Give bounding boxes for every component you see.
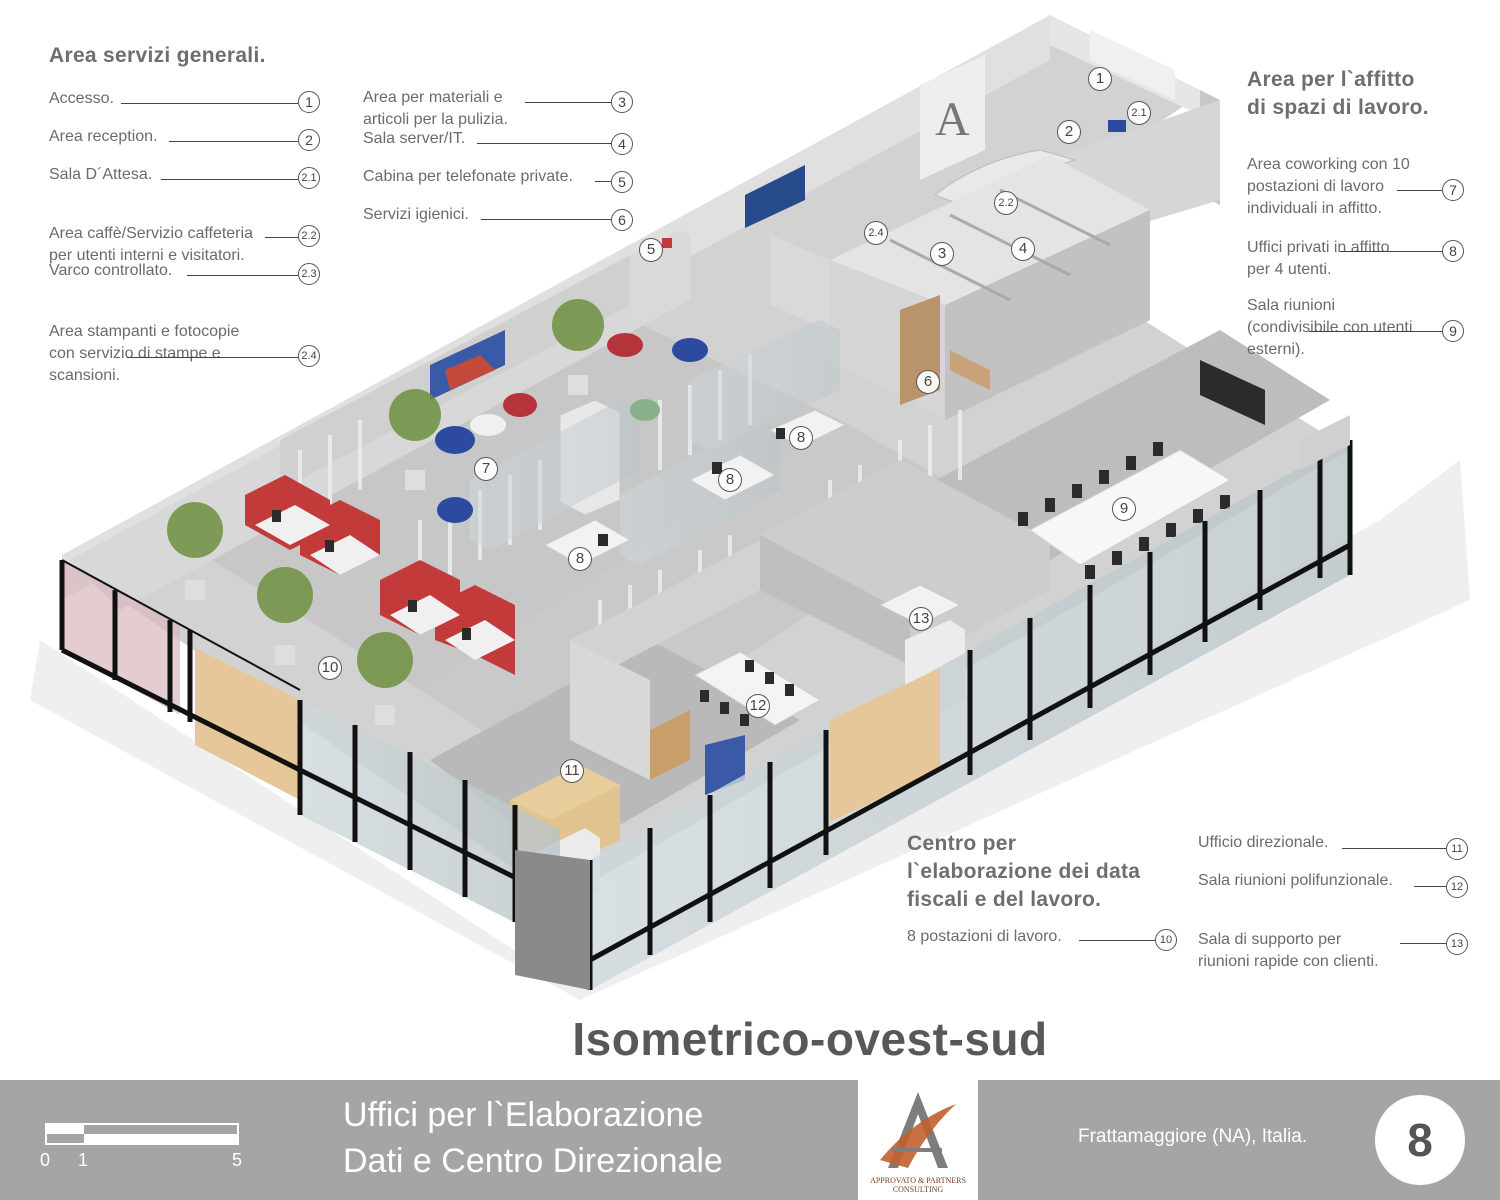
legend-support-services: Area per materiali e articoli per la pul… bbox=[363, 65, 653, 242]
plan-tag-8c: 8 bbox=[568, 547, 592, 571]
legend-rental-title: Area per l`affitto di spazi di lavoro. bbox=[1247, 68, 1429, 119]
legend-item: Area caffè/Servizio caffeteria per utent… bbox=[49, 201, 339, 264]
plan-tag-5: 5 bbox=[639, 238, 663, 262]
plan-tag-2: 2 bbox=[1057, 120, 1081, 144]
sheet-number: 8 bbox=[1407, 1114, 1433, 1166]
legend-item: 8 postazioni di lavoro. 10 bbox=[907, 926, 1187, 956]
legend-item-number: 3 bbox=[611, 91, 633, 113]
legend-item-number: 7 bbox=[1442, 179, 1464, 201]
legend-center-title: Centro per l`elaborazione dei data fisca… bbox=[907, 832, 1141, 911]
legend-direction: Ufficio direzionale. 11 Sala riunioni po… bbox=[1198, 832, 1478, 970]
scale-label-1: 1 bbox=[78, 1150, 89, 1170]
legend-item-text: Area caffè/Servizio caffeteria per utent… bbox=[49, 225, 253, 264]
legend-rental-area: Area per l`affitto di spazi di lavoro. A… bbox=[1247, 66, 1477, 358]
legend-item-number: 13 bbox=[1446, 933, 1468, 955]
logo-text: APPROVATO & PARTNERS CONSULTING bbox=[870, 1176, 966, 1194]
legend-item-text: Accesso. bbox=[49, 90, 114, 107]
legend-item-text: Sala di supporto per riunioni rapide con… bbox=[1198, 931, 1379, 970]
legend-item-number: 12 bbox=[1446, 876, 1468, 898]
legend-item: Sala D´Attesa. 2.1 bbox=[49, 164, 339, 201]
legend-item: Servizi igienici. 6 bbox=[363, 204, 653, 242]
legend-item-text: Sala riunioni polifunzionale. bbox=[1198, 872, 1393, 889]
legend-item-number: 10 bbox=[1155, 929, 1177, 951]
plan-tag-9: 9 bbox=[1112, 497, 1136, 521]
legend-item-number: 4 bbox=[611, 133, 633, 155]
legend-item-number: 1 bbox=[298, 91, 320, 113]
legend-item: Uffici privati in affitto per 4 utenti. … bbox=[1247, 215, 1477, 278]
plan-tag-13: 13 bbox=[909, 607, 933, 631]
legend-item-text: Sala server/IT. bbox=[363, 130, 466, 147]
project-title-line1: Uffici per l`Elaborazione bbox=[343, 1096, 704, 1134]
svg-text:A: A bbox=[935, 93, 970, 146]
legend-item: Varco controllato. 2.3 bbox=[49, 260, 339, 299]
view-title: Isometrico-ovest-sud bbox=[572, 1013, 1048, 1065]
legend-item-text: Area per materiali e articoli per la pul… bbox=[363, 89, 508, 128]
legend-item-number: 11 bbox=[1446, 838, 1468, 860]
legend-item-text: 8 postazioni di lavoro. bbox=[907, 928, 1062, 945]
logo-mark-icon bbox=[880, 1092, 956, 1168]
legend-item-number: 2.4 bbox=[298, 345, 320, 367]
scale-label-0: 0 bbox=[40, 1150, 51, 1170]
legend-item: Area coworking con 10 postazioni di lavo… bbox=[1247, 132, 1477, 217]
legend-item-number: 2 bbox=[298, 129, 320, 151]
sheet-number-badge bbox=[1375, 1095, 1465, 1185]
legend-item: Accesso. 1 bbox=[49, 88, 339, 126]
legend-item-text: Cabina per telefonate private. bbox=[363, 168, 573, 185]
legend-item-text: Ufficio direzionale. bbox=[1198, 834, 1329, 851]
plan-tag-8a: 8 bbox=[789, 426, 813, 450]
legend-item-text: Sala D´Attesa. bbox=[49, 166, 153, 183]
legend-item-number: 2.3 bbox=[298, 263, 320, 285]
plan-tag-1: 1 bbox=[1088, 67, 1112, 91]
legend-item-text: Area stampanti e fotocopie con servizio … bbox=[49, 323, 240, 384]
legend-item-text: Servizi igienici. bbox=[363, 206, 469, 223]
legend-item-number: 6 bbox=[611, 209, 633, 231]
legend-item: Sala riunioni (condivisibile con utenti … bbox=[1247, 273, 1477, 358]
legend-item-text: Area reception. bbox=[49, 128, 158, 145]
scale-label-5: 5 bbox=[232, 1150, 243, 1170]
legend-item: Ufficio direzionale. 11 bbox=[1198, 832, 1478, 870]
plan-tag-2-2: 2.2 bbox=[994, 191, 1018, 215]
legend-item-text: Varco controllato. bbox=[49, 262, 173, 279]
legend-item: Cabina per telefonate private. 5 bbox=[363, 166, 653, 204]
legend-general-services: Area servizi generali. Accesso. 1 Area r… bbox=[49, 42, 339, 384]
legend-item-number: 2.1 bbox=[298, 167, 320, 189]
plan-tag-2-4: 2.4 bbox=[864, 221, 888, 245]
title-block bbox=[0, 1080, 1500, 1200]
legend-item-number: 8 bbox=[1442, 240, 1464, 262]
legend-item: Sala riunioni polifunzionale. 12 bbox=[1198, 870, 1478, 907]
legend-item: Sala server/IT. 4 bbox=[363, 128, 653, 166]
project-title-line2: Dati e Centro Direzionale bbox=[343, 1142, 723, 1180]
legend-item: Area stampanti e fotocopie con servizio … bbox=[49, 299, 339, 384]
location-text: Frattamaggiore (NA), Italia. bbox=[1078, 1126, 1308, 1147]
legend-item: Sala di supporto per riunioni rapide con… bbox=[1198, 907, 1478, 970]
plan-tag-4: 4 bbox=[1011, 237, 1035, 261]
legend-processing-center: Centro per l`elaborazione dei data fisca… bbox=[907, 830, 1187, 956]
plan-tag-10: 10 bbox=[318, 656, 342, 680]
plan-tag-3: 3 bbox=[930, 242, 954, 266]
plan-tag-2-1: 2.1 bbox=[1127, 101, 1151, 125]
legend-item-text: Area coworking con 10 postazioni di lavo… bbox=[1247, 156, 1410, 217]
legend-item: Area reception. 2 bbox=[49, 126, 339, 164]
scale-bar bbox=[45, 1123, 239, 1145]
plan-tag-8b: 8 bbox=[718, 468, 742, 492]
legend-item-number: 5 bbox=[611, 171, 633, 193]
project-title: Uffici per l`Elaborazione Dati e Centro … bbox=[343, 1092, 723, 1184]
legend-general-title: Area servizi generali. bbox=[49, 44, 266, 67]
company-logo bbox=[858, 1080, 978, 1200]
plan-tag-7: 7 bbox=[474, 457, 498, 481]
isometric-plan-drawing: A bbox=[30, 15, 1470, 1000]
plan-tag-6: 6 bbox=[916, 370, 940, 394]
plan-tag-11: 11 bbox=[560, 759, 584, 783]
legend-item-number: 2.2 bbox=[298, 225, 320, 247]
legend-item-number: 9 bbox=[1442, 320, 1464, 342]
plan-tag-12: 12 bbox=[746, 694, 770, 718]
legend-item: Area per materiali e articoli per la pul… bbox=[363, 65, 653, 128]
